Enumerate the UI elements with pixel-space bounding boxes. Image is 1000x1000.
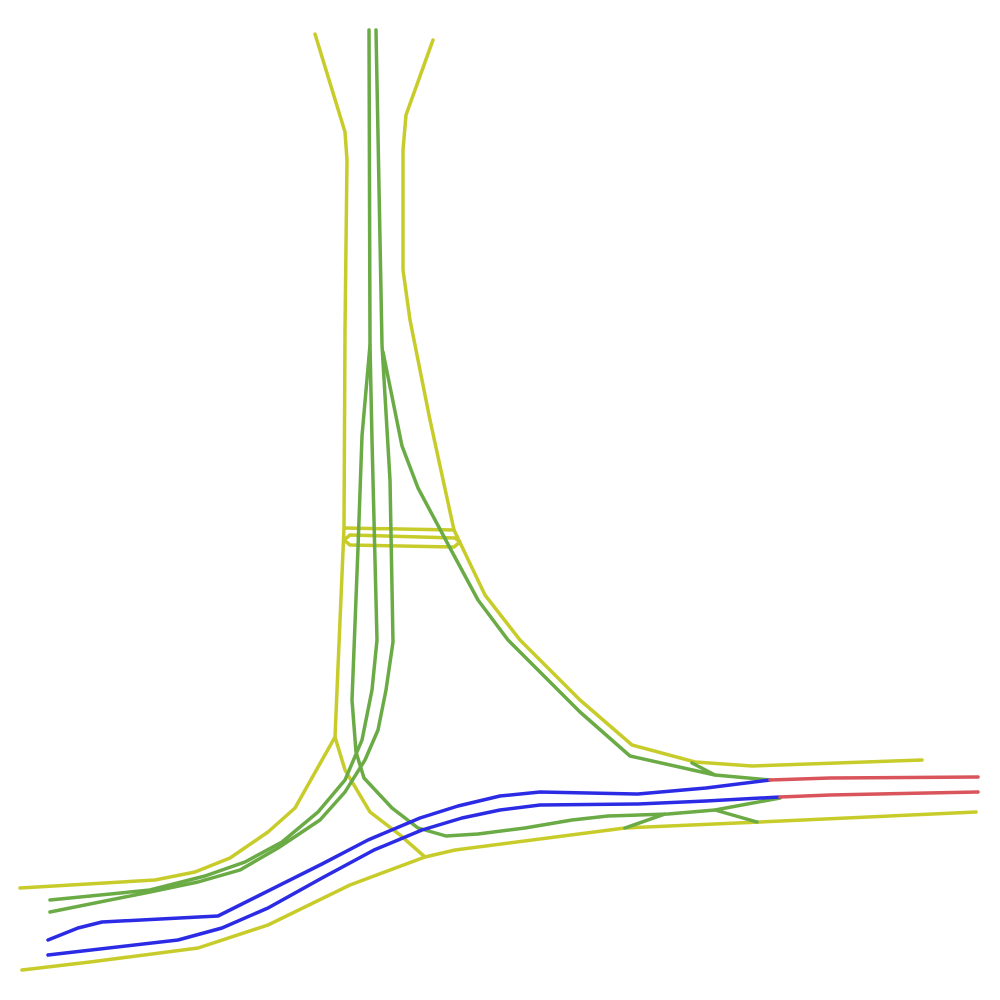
boundary-south [20,810,978,972]
lane-merge-a [350,343,782,838]
lane-spur-3 [713,808,759,824]
boundary-north-right [401,38,924,768]
lane-merge-b [381,350,772,782]
route-lower [46,795,782,957]
route-end-upper [768,775,980,782]
route-end-lower [778,790,980,799]
lane-spur-2 [623,812,667,830]
road-boundaries [18,32,978,972]
route-end-lanes [768,775,980,799]
lane-spur-1 [690,761,717,777]
lane-north-a [48,28,379,902]
crosswalk-2 [342,533,462,549]
lane-north-b [48,28,395,914]
boundary-inner-curve [333,735,427,859]
route-lanes [46,778,782,957]
route-upper [46,778,772,942]
lane-centerlines [48,28,782,914]
crosswalk-1 [342,526,456,532]
boundary-north-left [18,32,349,890]
